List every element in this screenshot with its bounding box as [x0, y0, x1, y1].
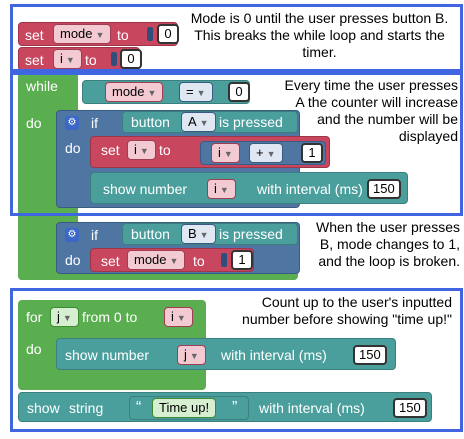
chevron-down-icon: ▼ — [147, 88, 157, 98]
note-mode-change: When the user presses B, mode changes to… — [316, 219, 460, 269]
button-a-condition[interactable]: button A▼ is pressed — [122, 111, 298, 133]
compare-block[interactable]: mode▼ =▼ 0 — [82, 80, 250, 104]
do-keyword: do — [65, 252, 81, 268]
set-mode-1-block[interactable]: set mode▼ to 1 — [90, 248, 254, 272]
chevron-down-icon: ▼ — [223, 149, 233, 159]
input-socket — [111, 52, 117, 66]
from-to-label: from 0 to — [82, 309, 138, 325]
chevron-down-icon: ▼ — [62, 313, 72, 323]
show-number-label: show number — [103, 181, 188, 197]
set-keyword: set — [25, 27, 44, 43]
if-keyword: if — [91, 115, 98, 131]
operator-dropdown[interactable]: +▼ — [249, 143, 283, 163]
input-socket — [221, 253, 227, 267]
open-quote-icon: “ — [136, 399, 142, 416]
button-a-dropdown[interactable]: A▼ — [181, 112, 216, 132]
to-keyword: to — [117, 27, 129, 43]
note-counter: Every time the user presses A the counte… — [284, 77, 458, 144]
chevron-down-icon: ▼ — [169, 256, 179, 266]
do-keyword: do — [26, 115, 42, 131]
show-number-label: show number — [65, 347, 150, 363]
j-variable-dropdown[interactable]: j▼ — [177, 345, 206, 365]
compare-value-input[interactable]: 0 — [228, 82, 250, 102]
mode-variable-dropdown[interactable]: mode▼ — [53, 24, 112, 44]
interval-value-input[interactable]: 150 — [353, 345, 387, 365]
string-literal-block[interactable]: “ Time up! ” — [129, 396, 249, 420]
i-variable-dropdown[interactable]: i▼ — [127, 140, 156, 160]
i-variable-dropdown[interactable]: i▼ — [207, 179, 236, 199]
gear-icon[interactable]: ⚙ — [65, 116, 79, 130]
set-keyword: set — [101, 142, 120, 158]
time-up-text-input[interactable]: Time up! — [152, 398, 217, 418]
show-string-block[interactable]: show string “ Time up! ” with interval (… — [18, 392, 432, 422]
set-i-block[interactable]: set i▼ to 0 — [18, 47, 142, 71]
interval-label: with interval (ms) — [257, 181, 363, 197]
j-variable-dropdown[interactable]: j▼ — [50, 307, 79, 327]
chevron-down-icon: ▼ — [95, 30, 105, 40]
interval-value-input[interactable]: 150 — [367, 179, 401, 199]
is-pressed-label: is pressed — [219, 226, 283, 242]
chevron-down-icon: ▼ — [139, 146, 149, 156]
note-count-up: Count up to the user's inputted number b… — [242, 294, 452, 327]
chevron-down-icon: ▼ — [219, 185, 229, 195]
chevron-down-icon: ▼ — [65, 55, 75, 65]
i-variable-dropdown[interactable]: i▼ — [164, 307, 193, 327]
highlight-frame-3 — [10, 288, 463, 432]
mode-value-input[interactable]: 0 — [157, 24, 179, 44]
button-b-dropdown[interactable]: B▼ — [181, 224, 216, 244]
button-keyword: button — [131, 114, 170, 130]
show-number-block[interactable]: show number i▼ with interval (ms) 150 — [90, 172, 408, 204]
highlight-frame-2 — [10, 72, 463, 216]
string-label: string — [69, 400, 104, 416]
set-keyword: set — [25, 52, 44, 68]
close-quote-icon: ” — [232, 399, 238, 416]
to-keyword: to — [85, 52, 97, 68]
for-keyword: for — [26, 309, 43, 325]
note-mode: Mode is 0 until the user presses button … — [190, 10, 449, 60]
chevron-down-icon: ▼ — [199, 118, 209, 128]
interval-value-input[interactable]: 150 — [393, 398, 427, 418]
i-value-input[interactable]: 0 — [120, 49, 142, 69]
if-keyword: if — [91, 227, 98, 243]
to-keyword: to — [159, 142, 171, 158]
chevron-down-icon: ▼ — [266, 149, 276, 159]
highlight-frame-1 — [10, 4, 463, 72]
mode-value-input[interactable]: 1 — [231, 250, 253, 270]
chevron-down-icon: ▼ — [199, 230, 209, 240]
do-keyword: do — [65, 140, 81, 156]
add-block[interactable]: i▼ +▼ 1 — [200, 141, 326, 165]
interval-label: with interval (ms) — [221, 347, 327, 363]
gear-icon[interactable]: ⚙ — [65, 228, 79, 242]
set-keyword: set — [101, 253, 120, 269]
i-variable-dropdown[interactable]: i▼ — [211, 143, 240, 163]
chevron-down-icon: ▼ — [176, 313, 186, 323]
to-keyword: to — [193, 253, 205, 269]
set-mode-block[interactable]: set mode▼ to 0 — [18, 22, 179, 46]
chevron-down-icon: ▼ — [189, 351, 199, 361]
button-keyword: button — [131, 226, 170, 242]
show-label: show — [27, 400, 60, 416]
chevron-down-icon: ▼ — [196, 88, 206, 98]
while-keyword: while — [26, 78, 58, 94]
mode-variable-dropdown[interactable]: mode▼ — [127, 250, 186, 270]
show-number-block[interactable]: show number j▼ with interval (ms) 150 — [56, 338, 396, 370]
i-variable-dropdown[interactable]: i▼ — [53, 49, 82, 69]
do-keyword: do — [26, 341, 42, 357]
interval-label: with interval (ms) — [259, 400, 365, 416]
operator-dropdown[interactable]: =▼ — [179, 82, 213, 102]
is-pressed-label: is pressed — [219, 114, 283, 130]
button-b-condition[interactable]: button B▼ is pressed — [122, 223, 298, 245]
mode-variable-dropdown[interactable]: mode▼ — [105, 82, 164, 102]
input-socket — [147, 27, 153, 41]
increment-value-input[interactable]: 1 — [301, 143, 323, 163]
